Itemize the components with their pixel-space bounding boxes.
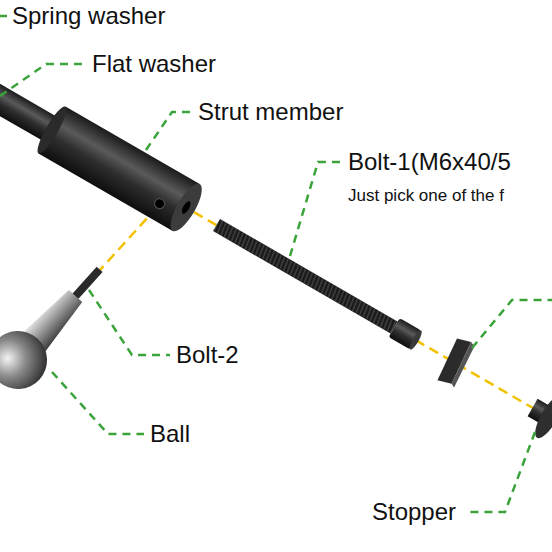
leader-line (468, 432, 535, 512)
part-label: Ball (150, 420, 190, 448)
part-label: Flat washer (92, 50, 216, 78)
part-label: Bolt-2 (176, 341, 239, 369)
leader-line (52, 372, 144, 434)
part-label: Stopper (372, 498, 456, 526)
note-text: Just pick one of the f (348, 186, 504, 206)
stopper-plate-edge (447, 342, 478, 388)
bolt-head (389, 318, 422, 350)
part-label: Bolt-1(M6x40/5 (348, 148, 511, 176)
leader-lines (0, 16, 552, 512)
part-label: Strut member (198, 98, 343, 126)
axis-line (0, 100, 552, 419)
bolt-thread (213, 219, 398, 334)
strut-end-hole (180, 200, 192, 215)
ball-assembly (0, 250, 121, 401)
leader-line (89, 290, 170, 355)
leader-line (290, 162, 342, 256)
strut-assembly (0, 57, 552, 445)
strut-side-hole (153, 197, 167, 211)
strut-end-face (165, 180, 208, 236)
leader-line (472, 300, 552, 348)
ball-sphere (0, 319, 59, 401)
strut-shoulder (33, 104, 70, 157)
leader-line (0, 15, 7, 18)
bolt-2-thread (73, 267, 103, 299)
leader-line (146, 112, 192, 150)
part-label: Spring washer (12, 2, 165, 30)
leader-line (0, 64, 86, 96)
bolt-head-face (408, 329, 424, 351)
